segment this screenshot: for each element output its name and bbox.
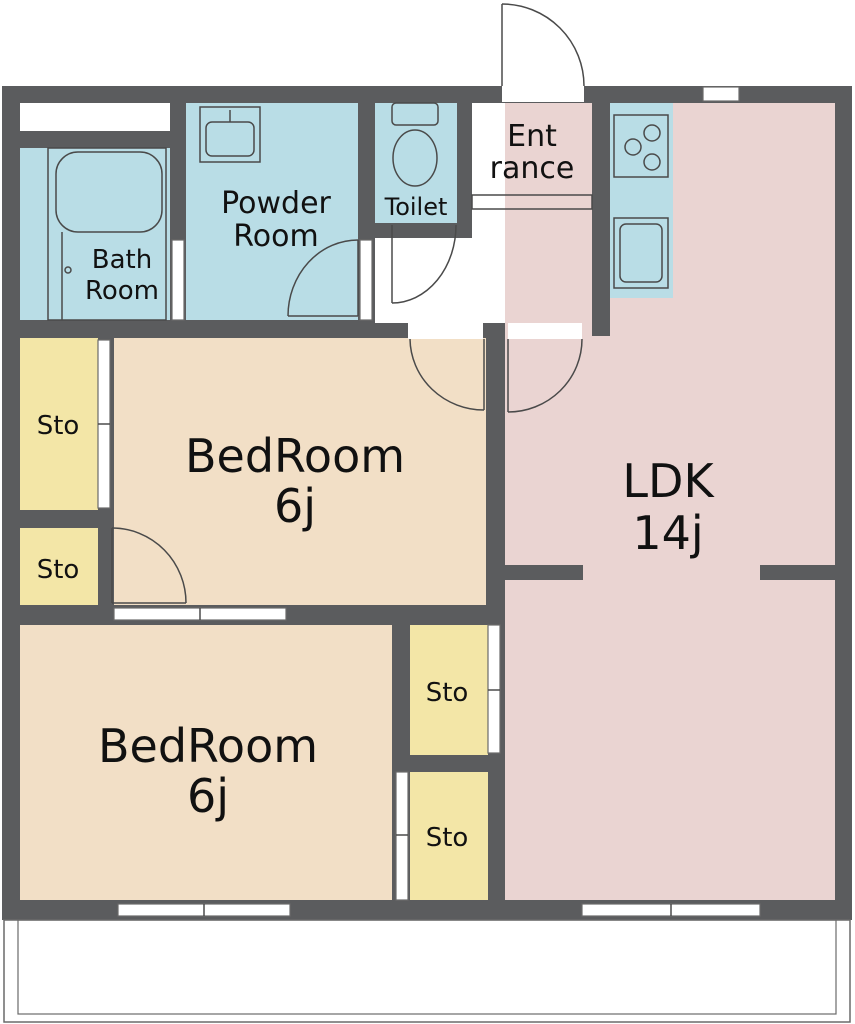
sliding-door-storage-4	[395, 771, 409, 901]
bedroom-upper-area	[114, 338, 486, 605]
window-ldk-top	[702, 86, 740, 102]
storage-1-label: Sto	[37, 411, 80, 441]
storage-4-area	[410, 772, 488, 900]
door-ldk	[507, 323, 583, 413]
door-bedroom-upper	[408, 323, 485, 411]
bath-room-label-1: Bath	[92, 245, 152, 275]
storage-3-area	[410, 625, 488, 755]
bedroom-lower-label: BedRoom	[98, 719, 318, 773]
storage-1-area	[20, 338, 98, 510]
toilet-area	[375, 103, 457, 223]
bedroom-upper-label: BedRoom	[185, 429, 405, 483]
storage-2-label: Sto	[37, 555, 80, 585]
ldk-partition-left	[488, 565, 583, 580]
entrance-step	[471, 194, 593, 210]
entrance-label-1: Ent	[507, 119, 557, 154]
kitchen-sink-icon	[613, 217, 669, 289]
powder-room-label-2: Room	[233, 219, 318, 254]
storage-2-area	[20, 528, 98, 605]
balcony-inner	[17, 919, 837, 1015]
bedroom-lower-area	[20, 625, 392, 900]
washbasin-icon	[199, 106, 261, 163]
sliding-door-storage-3	[487, 624, 501, 754]
bath-room-label-2: Room	[85, 276, 159, 306]
bath-top-shelf	[20, 103, 170, 131]
entrance-label-2: rance	[490, 151, 575, 186]
storage-3-label: Sto	[426, 678, 469, 708]
ldk-size: 14j	[632, 506, 703, 560]
toilet-icon	[391, 102, 439, 187]
powder-room-area	[186, 103, 358, 320]
toilet-label: Toilet	[384, 193, 448, 221]
door-storage-2	[111, 527, 187, 604]
ldk-upper-wall	[592, 103, 610, 336]
storage-4-label: Sto	[426, 823, 469, 853]
ldk-wall-stub	[488, 323, 505, 903]
powder-room-label-1: Powder	[221, 186, 331, 221]
door-entrance	[501, 3, 585, 102]
door-toilet	[391, 224, 457, 304]
ldk-partition-right	[760, 565, 838, 580]
stove-icon	[613, 114, 669, 178]
bedroom-upper-size: 6j	[274, 479, 316, 533]
sliding-door-bath	[171, 239, 185, 321]
powder-door-jamb	[359, 239, 373, 321]
bathtub-icon	[47, 147, 167, 321]
door-powder-room	[287, 239, 359, 317]
bath-room-area	[20, 148, 170, 320]
ldk-label: LDK	[622, 454, 715, 508]
bedroom-lower-size: 6j	[187, 769, 229, 823]
balcony	[3, 919, 851, 1023]
